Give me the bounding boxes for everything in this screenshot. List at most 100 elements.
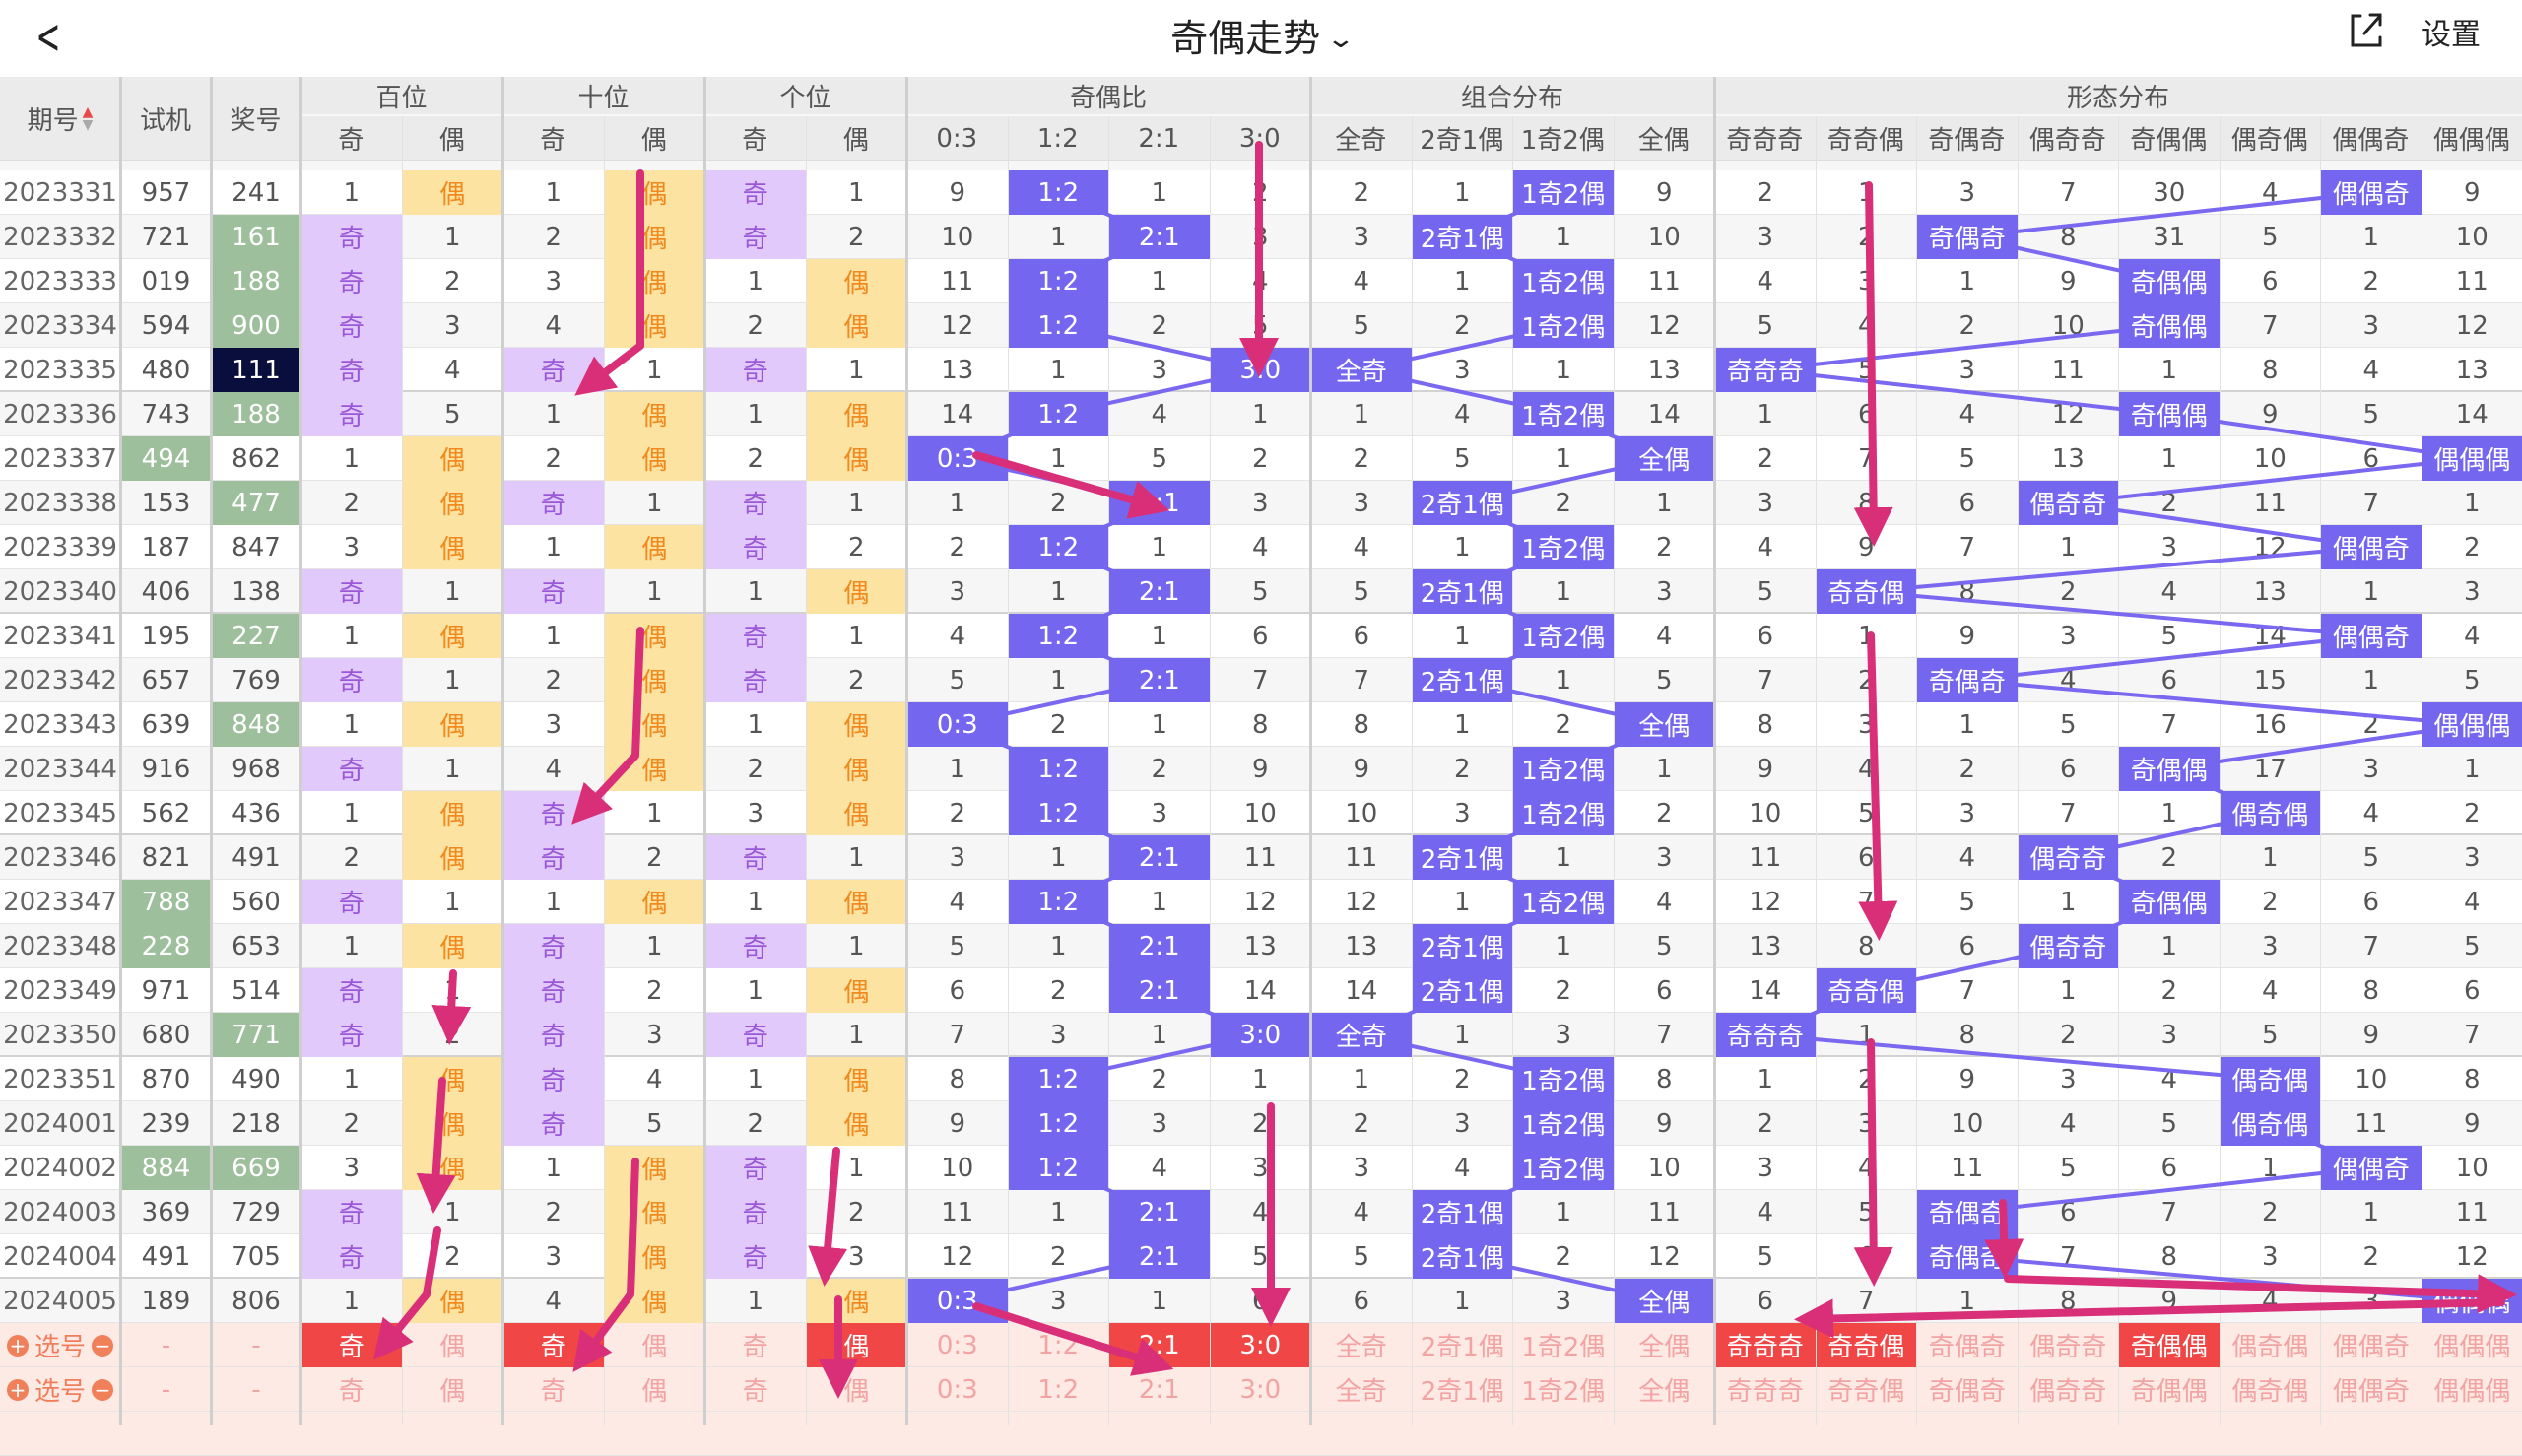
- select-option[interactable]: 奇偶偶: [2119, 1323, 2220, 1367]
- omission-cell: 3: [1413, 348, 1513, 392]
- plus-circle-icon[interactable]: +: [7, 1335, 29, 1357]
- select-option[interactable]: 全偶: [1615, 1323, 1715, 1367]
- settings-button[interactable]: 设置: [2422, 10, 2481, 53]
- hit-cell: 奇: [503, 791, 604, 835]
- select-option[interactable]: 3:0: [1211, 1323, 1311, 1367]
- sub-header[interactable]: 1奇2偶: [1512, 116, 1614, 161]
- draw-number-cell: 669: [213, 1146, 299, 1190]
- select-option[interactable]: 全奇: [1311, 1367, 1412, 1412]
- omission-cell: 3: [1211, 215, 1311, 259]
- sub-header[interactable]: 偶偶偶: [2422, 116, 2522, 161]
- select-option[interactable]: 偶奇偶: [2221, 1323, 2321, 1367]
- plus-circle-icon[interactable]: +: [7, 1379, 29, 1401]
- omission-cell: 2: [403, 1013, 503, 1057]
- hit-cell: 偶奇偶: [2221, 1101, 2321, 1146]
- select-option[interactable]: 偶: [807, 1323, 907, 1367]
- sub-header[interactable]: 奇: [704, 116, 806, 161]
- hit-cell: 1:2: [1009, 303, 1109, 348]
- omission-cell: 11: [1311, 835, 1412, 880]
- select-option[interactable]: 奇偶奇: [1917, 1323, 2018, 1367]
- omission-cell: 13: [1311, 924, 1412, 968]
- select-option[interactable]: 偶偶偶: [2422, 1367, 2522, 1412]
- select-option[interactable]: 偶: [403, 1367, 503, 1412]
- partial-row: [0, 161, 2522, 170]
- page-title-dropdown[interactable]: 奇偶走势⌄: [0, 8, 2522, 62]
- select-option[interactable]: 偶: [605, 1367, 705, 1412]
- select-option[interactable]: 1:2: [1009, 1323, 1109, 1367]
- select-option[interactable]: 奇: [301, 1323, 402, 1367]
- sub-header[interactable]: 偶: [604, 116, 705, 161]
- omission-cell: 1: [2019, 880, 2119, 924]
- omission-cell: 3: [2422, 569, 2522, 614]
- select-option[interactable]: 全奇: [1311, 1323, 1412, 1367]
- sub-header[interactable]: 偶奇偶: [2220, 116, 2321, 161]
- select-option[interactable]: 奇: [705, 1367, 806, 1412]
- sub-header[interactable]: 偶奇奇: [2018, 116, 2119, 161]
- select-option[interactable]: 奇: [301, 1367, 402, 1412]
- hit-cell: 2:1: [1109, 968, 1210, 1013]
- sort-icon[interactable]: ▲▼: [83, 106, 94, 132]
- select-option[interactable]: 全偶: [1615, 1367, 1715, 1412]
- sub-header[interactable]: 3:0: [1210, 116, 1311, 161]
- select-option[interactable]: 偶: [807, 1367, 907, 1412]
- select-option[interactable]: 2奇1偶: [1413, 1367, 1513, 1412]
- sub-header[interactable]: 奇: [502, 116, 604, 161]
- omission-cell: 4: [2321, 348, 2422, 392]
- select-option[interactable]: 奇奇奇: [1715, 1367, 1816, 1412]
- omission-cell: 4: [1817, 303, 1917, 348]
- minus-circle-icon[interactable]: −: [92, 1379, 113, 1401]
- sub-header[interactable]: 偶: [402, 116, 503, 161]
- sub-header[interactable]: 偶偶奇: [2320, 116, 2422, 161]
- sub-header[interactable]: 偶: [806, 116, 907, 161]
- select-option[interactable]: 1:2: [1009, 1367, 1109, 1412]
- sub-header[interactable]: 奇偶奇: [1916, 116, 2018, 161]
- select-option[interactable]: 偶偶偶: [2422, 1323, 2522, 1367]
- omission-cell: 3: [1917, 170, 2018, 215]
- minus-circle-icon[interactable]: −: [92, 1335, 113, 1357]
- sub-header[interactable]: 奇奇奇: [1714, 116, 1816, 161]
- select-option[interactable]: 偶偶奇: [2321, 1367, 2422, 1412]
- column-header-period[interactable]: 期号▲▼: [0, 77, 120, 161]
- select-option[interactable]: 偶偶奇: [2321, 1323, 2422, 1367]
- omission-cell: 2: [1009, 702, 1109, 747]
- select-option[interactable]: 3:0: [1211, 1367, 1311, 1412]
- select-option[interactable]: 奇奇奇: [1715, 1323, 1816, 1367]
- omission-cell: 1: [503, 525, 604, 569]
- select-option[interactable]: 奇奇偶: [1817, 1323, 1917, 1367]
- sub-header[interactable]: 全偶: [1614, 116, 1715, 161]
- sub-header[interactable]: 奇偶偶: [2118, 116, 2220, 161]
- sub-header[interactable]: 2:1: [1108, 116, 1210, 161]
- period-cell: 2023345: [0, 791, 120, 835]
- select-option[interactable]: 0:3: [907, 1323, 1008, 1367]
- select-option[interactable]: 偶: [403, 1323, 503, 1367]
- select-option[interactable]: 偶奇奇: [2019, 1367, 2119, 1412]
- omission-cell: 1: [2019, 968, 2119, 1013]
- select-option[interactable]: 2奇1偶: [1413, 1323, 1513, 1367]
- select-option[interactable]: 奇: [503, 1367, 604, 1412]
- select-option[interactable]: 偶: [605, 1323, 705, 1367]
- sub-header[interactable]: 1:2: [1008, 116, 1109, 161]
- omission-cell: 1: [1109, 614, 1210, 658]
- sub-header[interactable]: 全奇: [1310, 116, 1412, 161]
- sub-header[interactable]: 奇: [300, 116, 402, 161]
- sub-header[interactable]: 奇奇偶: [1816, 116, 1917, 161]
- select-option[interactable]: 偶奇奇: [2019, 1323, 2119, 1367]
- select-option[interactable]: 偶奇偶: [2221, 1367, 2321, 1412]
- select-option[interactable]: 奇偶奇: [1917, 1367, 2018, 1412]
- share-icon[interactable]: [2347, 10, 2386, 51]
- hit-cell: 偶: [605, 525, 705, 569]
- omission-cell: 9: [2422, 170, 2522, 215]
- select-option[interactable]: 奇奇偶: [1817, 1367, 1917, 1412]
- sub-header[interactable]: 0:3: [906, 116, 1008, 161]
- select-option[interactable]: 1奇2偶: [1513, 1367, 1614, 1412]
- select-option[interactable]: 奇: [503, 1323, 604, 1367]
- select-option[interactable]: 奇: [705, 1323, 806, 1367]
- hit-cell: 奇: [301, 747, 402, 791]
- select-option[interactable]: 0:3: [907, 1367, 1008, 1412]
- select-option[interactable]: 1奇2偶: [1513, 1323, 1614, 1367]
- sub-header[interactable]: 2奇1偶: [1412, 116, 1513, 161]
- select-option[interactable]: 奇偶偶: [2119, 1367, 2220, 1412]
- select-option[interactable]: 2:1: [1109, 1323, 1210, 1367]
- select-option[interactable]: 2:1: [1109, 1367, 1210, 1412]
